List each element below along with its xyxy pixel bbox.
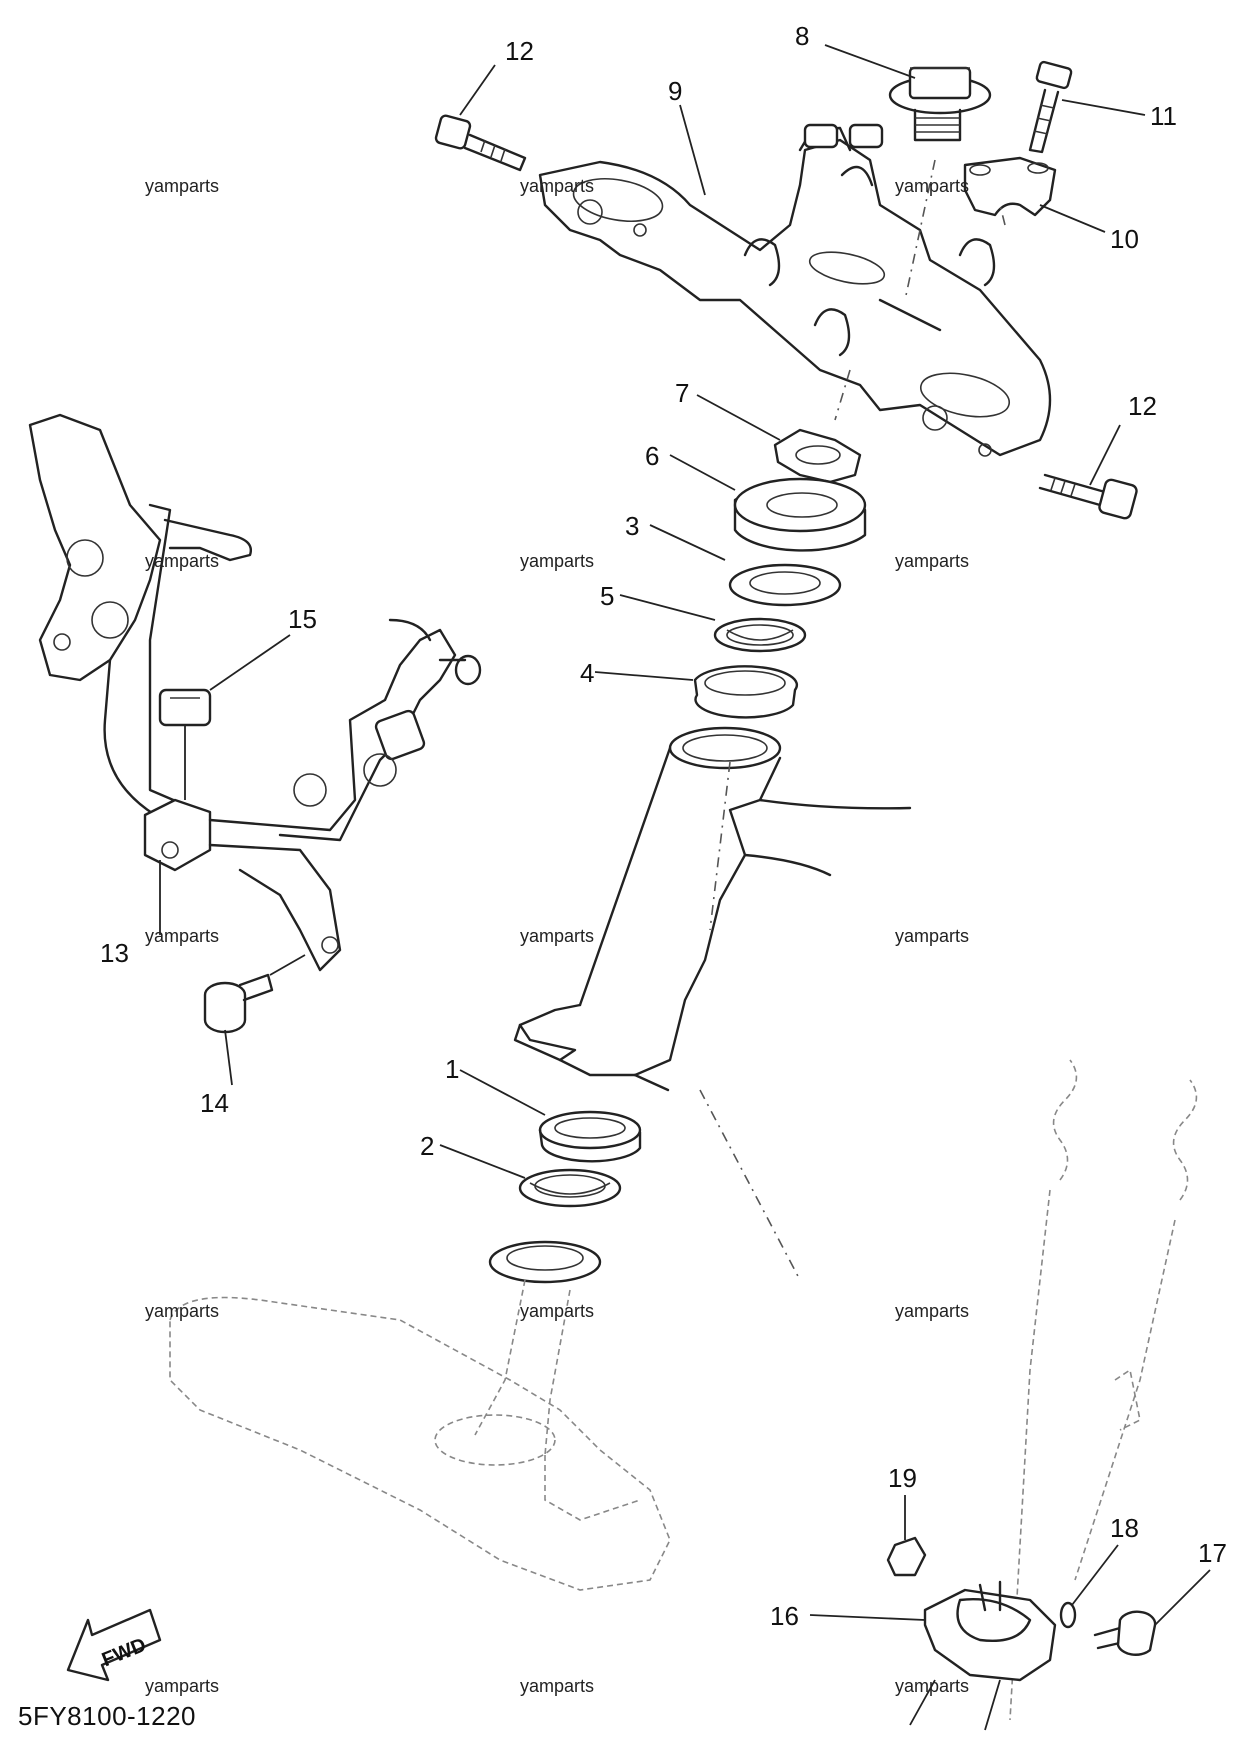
grommet-part-15 xyxy=(158,688,212,800)
stem-nut-part-8 xyxy=(888,66,992,142)
ring-nut-part-7 xyxy=(773,428,862,484)
watermark: yamparts xyxy=(520,1301,594,1321)
frame-head-pipe xyxy=(513,726,912,1281)
callout-1: 1 xyxy=(445,1054,459,1084)
bolt-part-11 xyxy=(1028,60,1073,154)
callout-19: 19 xyxy=(888,1463,917,1493)
watermark: yamparts xyxy=(895,551,969,571)
callout-6: 6 xyxy=(645,441,659,471)
race-part-4 xyxy=(693,665,799,719)
washer-part-3 xyxy=(728,563,842,607)
watermark: yamparts xyxy=(145,176,219,196)
callout-17: 17 xyxy=(1198,1538,1227,1568)
diagram-code: 5FY8100-1220 xyxy=(18,1701,196,1731)
bolt-part-14 xyxy=(203,954,306,1034)
watermark: yamparts xyxy=(145,1676,219,1696)
steering-stem-ghost xyxy=(169,1279,671,1591)
bearing-part-2 xyxy=(518,1168,622,1208)
watermarks: yamparts yamparts yamparts yamparts yamp… xyxy=(145,176,969,1696)
watermark: yamparts xyxy=(145,551,219,571)
callout-labels: 12 8 9 11 10 12 7 6 3 5 4 1 2 15 13 14 1… xyxy=(100,21,1227,1631)
race-part-1 xyxy=(538,1110,642,1163)
watermark: yamparts xyxy=(895,1301,969,1321)
callout-5: 5 xyxy=(600,581,614,611)
handlebar-holder-part-10 xyxy=(963,156,1057,217)
watermark: yamparts xyxy=(895,1676,969,1696)
bolt-part-12-upper xyxy=(434,114,527,172)
callout-13: 13 xyxy=(100,938,129,968)
watermark: yamparts xyxy=(145,926,219,946)
watermark: yamparts xyxy=(895,926,969,946)
watermark: yamparts xyxy=(520,551,594,571)
callout-8: 8 xyxy=(795,21,809,51)
watermark: yamparts xyxy=(895,176,969,196)
cover-part-6 xyxy=(733,477,867,552)
clamp-part-16 xyxy=(923,1580,1057,1682)
upper-bracket-part-9 xyxy=(538,123,1052,457)
callout-7: 7 xyxy=(675,378,689,408)
callout-15: 15 xyxy=(288,604,317,634)
callout-12-upper: 12 xyxy=(505,36,534,66)
washer-part-18 xyxy=(1059,1601,1077,1629)
callout-14: 14 xyxy=(200,1088,229,1118)
leader-lines xyxy=(159,44,1211,1731)
watermark: yamparts xyxy=(145,1301,219,1321)
callout-10: 10 xyxy=(1110,224,1139,254)
callout-18: 18 xyxy=(1110,1513,1139,1543)
watermark: yamparts xyxy=(520,926,594,946)
bolt-part-12-lower xyxy=(1038,473,1138,520)
nut-part-19 xyxy=(886,1536,927,1577)
callout-9: 9 xyxy=(668,76,682,106)
watermark: yamparts xyxy=(520,1676,594,1696)
bearing-part-5 xyxy=(713,617,807,653)
lower-seal xyxy=(488,1240,602,1284)
callout-4: 4 xyxy=(580,658,594,688)
callout-12-lower: 12 xyxy=(1128,391,1157,421)
callout-16: 16 xyxy=(770,1601,799,1631)
callout-2: 2 xyxy=(420,1131,434,1161)
callout-3: 3 xyxy=(625,511,639,541)
bolt-part-17 xyxy=(1093,1610,1157,1656)
watermark: yamparts xyxy=(520,176,594,196)
meter-bracket-part-13 xyxy=(28,413,482,972)
fwd-arrow: FWD xyxy=(66,1608,162,1682)
callout-11: 11 xyxy=(1150,101,1177,131)
